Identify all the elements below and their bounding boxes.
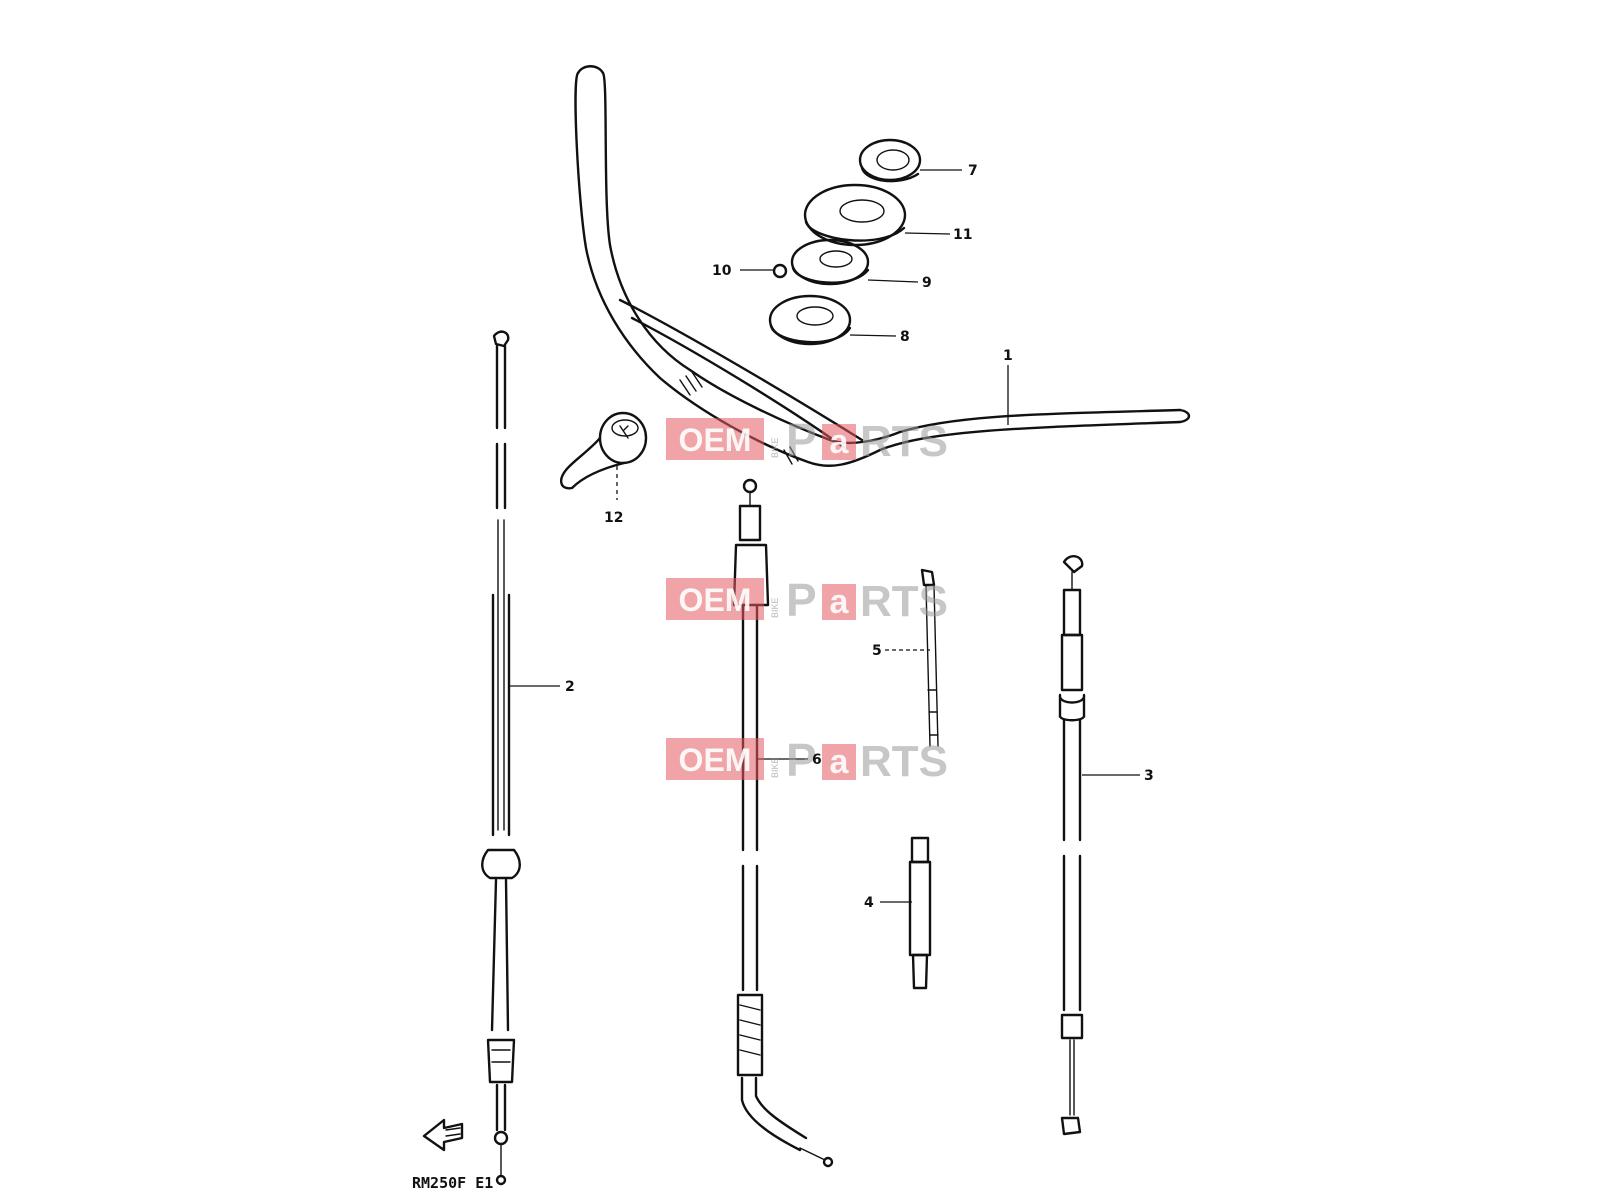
nut-7-drawing[interactable] xyxy=(858,138,922,183)
callout-7[interactable]: 7 xyxy=(968,163,978,179)
leader-lines xyxy=(509,169,1140,903)
watermark-p-text: P xyxy=(786,574,817,626)
cable-3-drawing[interactable] xyxy=(1058,555,1086,1136)
watermark-oem-text: OEM xyxy=(679,422,752,458)
callout-9[interactable]: 9 xyxy=(922,275,932,291)
part-4-drawing[interactable] xyxy=(908,836,932,990)
watermark-bike-text: BIKE xyxy=(770,597,780,618)
callout-12[interactable]: 12 xyxy=(604,510,623,526)
watermark-oem-text: OEM xyxy=(679,582,752,618)
watermark-rts-text: RTS xyxy=(860,577,948,626)
callout-10[interactable]: 10 xyxy=(712,263,732,279)
watermark-p-text: P xyxy=(786,414,817,466)
callout-6[interactable]: 6 xyxy=(812,752,822,768)
callout-3[interactable]: 3 xyxy=(1144,768,1154,784)
cushion-8-drawing[interactable] xyxy=(768,294,852,346)
handlebar-drawing[interactable] xyxy=(574,65,1191,467)
watermark-bike-text: BIKE xyxy=(770,757,780,778)
throttle-housing-12-drawing[interactable] xyxy=(560,411,648,490)
part-5-drawing[interactable] xyxy=(920,568,939,747)
watermark-p-text: P xyxy=(786,734,817,786)
cable-2-drawing[interactable] xyxy=(481,330,521,1186)
cable-6-drawing[interactable] xyxy=(732,478,834,1168)
callout-labels: 7 11 9 8 10 1 12 2 6 3 5 4 xyxy=(565,163,1154,911)
watermark-rts-text: RTS xyxy=(860,417,948,466)
watermark-oembikeparts: OEM BIKE P a RTS OEM BIKE P a RTS OEM BI… xyxy=(666,414,948,786)
watermark-row-3: OEM BIKE P a RTS xyxy=(666,734,948,786)
watermark-a-text: a xyxy=(830,583,850,621)
rubber-9-drawing[interactable] xyxy=(790,238,870,286)
diagram-code: RM250F E1 xyxy=(412,1174,493,1192)
callout-5[interactable]: 5 xyxy=(872,643,882,659)
bolt-10-drawing[interactable] xyxy=(772,263,788,279)
callout-2[interactable]: 2 xyxy=(565,679,575,695)
watermark-a-text: a xyxy=(830,423,850,461)
watermark-a-text: a xyxy=(830,743,850,781)
washer-11-drawing[interactable] xyxy=(803,183,907,247)
callout-4[interactable]: 4 xyxy=(864,895,874,911)
front-arrow-icon xyxy=(422,1118,464,1152)
watermark-oem-text: OEM xyxy=(679,742,752,778)
watermark-bike-text: BIKE xyxy=(770,437,780,458)
watermark-row-2: OEM BIKE P a RTS xyxy=(666,574,948,626)
watermark-row-1: OEM BIKE P a RTS xyxy=(666,414,948,466)
callout-11[interactable]: 11 xyxy=(953,227,972,243)
watermark-rts-text: RTS xyxy=(860,737,948,786)
callout-8[interactable]: 8 xyxy=(900,329,910,345)
callout-1[interactable]: 1 xyxy=(1003,348,1013,364)
